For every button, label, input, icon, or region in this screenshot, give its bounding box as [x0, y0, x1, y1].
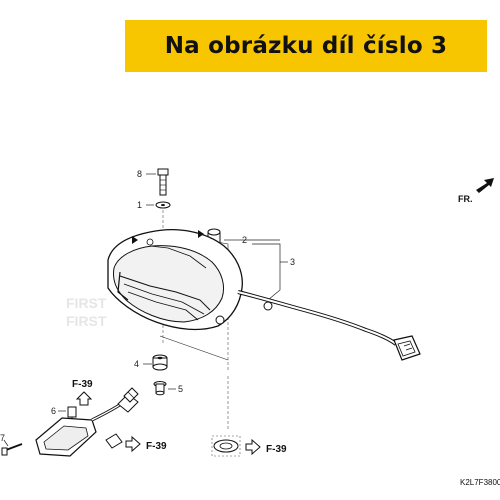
clip-part: [105, 433, 123, 449]
ref-label-f39-bottom: F-39: [266, 444, 287, 455]
washer-part: [155, 201, 171, 209]
right-arrow-icon: [245, 438, 261, 456]
ghost-watermark-2: FIRST: [66, 313, 107, 329]
callout-number-3: 3: [290, 257, 295, 267]
bolt-part: [157, 168, 169, 196]
callout-number-6: 6: [51, 406, 56, 416]
collar-part: [153, 381, 167, 396]
bottom-grommet-part: [211, 435, 241, 457]
callout-number-1: 1: [137, 200, 142, 210]
up-arrow-icon: [75, 391, 93, 406]
front-direction-label: FR.: [458, 194, 473, 204]
light-unit-housing: [107, 229, 243, 331]
callout-number-7: 7: [0, 433, 5, 443]
ref-label-f39-top: F-39: [72, 379, 93, 390]
wire-harness: [237, 290, 398, 346]
front-direction-arrow-icon: [476, 178, 494, 193]
grommet-part: [152, 354, 168, 371]
callout-number-2: 2: [242, 235, 247, 245]
part-number-banner: Na obrázku díl číslo 3: [125, 20, 487, 72]
callout-number-5: 5: [178, 384, 183, 394]
diagram-code: K2L7F3800: [460, 478, 500, 487]
screw-part: [1, 443, 23, 456]
side-lamp-part: [35, 400, 125, 457]
ref-label-f39-middle: F-39: [146, 441, 167, 452]
callout-number-4: 4: [134, 359, 139, 369]
side-lamp-connector-part: [117, 387, 139, 413]
right-arrow-icon: [125, 435, 141, 453]
ghost-watermark-1: FIRST: [66, 295, 107, 311]
wire-connector-part: [393, 335, 421, 361]
callout-number-8: 8: [137, 169, 142, 179]
